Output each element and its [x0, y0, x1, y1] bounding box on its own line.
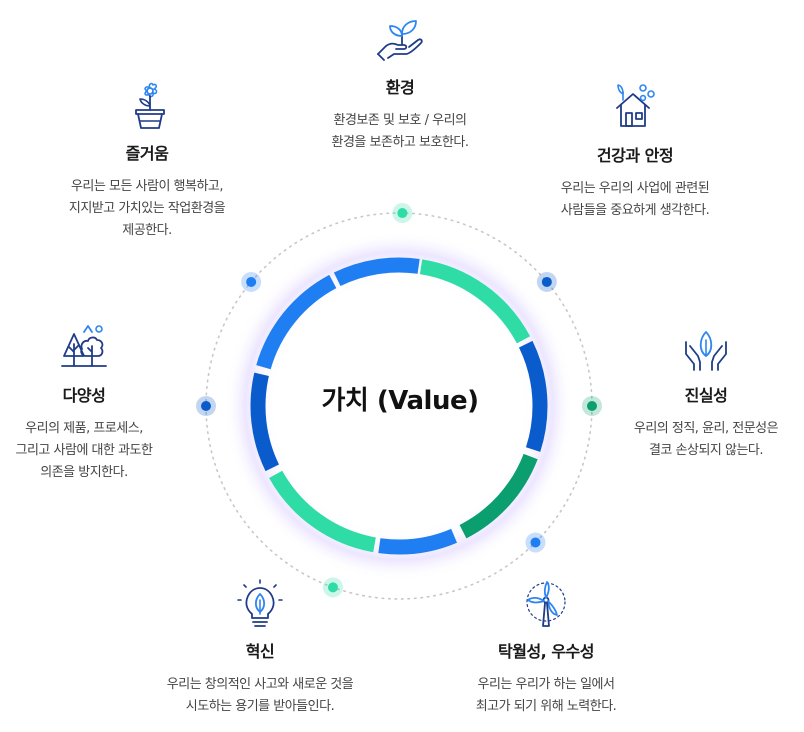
desc-line: 의존을 방지한다.: [40, 465, 128, 480]
ring-marker-dot: [587, 401, 597, 411]
ring-segment: [250, 372, 280, 472]
value-description: 환경보존 및 보호 / 우리의 환경을 보존하고 보호한다.: [280, 110, 520, 154]
desc-line: 지지받고 가치있는 작업환경을: [68, 201, 226, 216]
value-description: 우리의 정직, 윤리, 전문성은 결코 손상되지 않는다.: [608, 418, 804, 462]
desc-line: 우리의 정직, 윤리, 전문성은: [633, 421, 779, 436]
flower-pot-icon: [135, 82, 165, 129]
ring-marker-dot: [541, 276, 552, 287]
desc-line: 결코 손상되지 않는다.: [648, 443, 764, 458]
hands-leaf-icon: [685, 331, 727, 371]
value-integrity: 진실성 우리의 정직, 윤리, 전문성은 결코 손상되지 않는다.: [608, 322, 804, 462]
ring-segment: [269, 470, 376, 553]
value-title: 즐거움: [125, 144, 169, 163]
ring-marker-dot: [327, 582, 338, 593]
desc-line: 우리는 창의적인 사고와 새로운 것을: [166, 677, 354, 692]
value-description: 우리는 창의적인 사고와 새로운 것을 시도하는 용기를 받아들인다.: [130, 674, 390, 718]
desc-line: 최고가 되기 위해 노력한다.: [475, 699, 617, 714]
value-health: 건강과 안정 우리는 우리의 사업에 관련된 사람들을 중요하게 생각한다.: [515, 82, 755, 222]
wind-turbine-icon: [526, 581, 566, 627]
ring-marker-dot: [246, 276, 257, 287]
ring-marker-dot: [201, 401, 211, 411]
desc-line: 시도하는 용기를 받아들인다.: [185, 699, 335, 714]
value-title: 혁신: [245, 642, 275, 661]
ring-segment: [378, 528, 458, 555]
value-joy: 즐거움 우리는 모든 사람이 행복하고, 지지받고 가치있는 작업환경을 제공한…: [20, 80, 274, 242]
desc-line: 우리의 제품, 프로세스,: [25, 421, 143, 436]
value-description: 우리의 제품, 프로세스, 그리고 사람에 대한 과도한 의존을 방지한다.: [0, 418, 168, 484]
value-title: 탁월성, 우수성: [498, 642, 594, 661]
center-label: 가치 (Value): [321, 386, 479, 416]
ring-segment: [518, 340, 548, 452]
ring-segment: [419, 259, 531, 344]
lightbulb-leaf-icon: [237, 579, 283, 627]
value-excellence: 탁월성, 우수성 우리는 우리가 하는 일에서 최고가 되기 위해 노력한다.: [426, 578, 666, 718]
value-diversity: 다양성 우리의 제품, 프로세스, 그리고 사람에 대한 과도한 의존을 방지한…: [0, 322, 168, 484]
desc-line: 제공한다.: [122, 223, 172, 238]
value-description: 우리는 모든 사람이 행복하고, 지지받고 가치있는 작업환경을 제공한다.: [20, 176, 274, 242]
plant-hand-icon: [377, 20, 423, 61]
desc-line: 우리는 모든 사람이 행복하고,: [70, 179, 224, 194]
ring-glow: [224, 231, 574, 581]
ring-segment: [256, 274, 337, 370]
value-title: 환경: [385, 78, 415, 97]
value-title: 진실성: [684, 386, 728, 405]
desc-line: 환경을 보존하고 보호한다.: [331, 135, 469, 150]
value-description: 우리는 우리의 사업에 관련된 사람들을 중요하게 생각한다.: [515, 178, 755, 222]
desc-line: 그리고 사람에 대한 과도한: [15, 443, 153, 458]
value-innovation: 혁신 우리는 창의적인 사고와 새로운 것을 시도하는 용기를 받아들인다.: [130, 578, 390, 718]
house-plant-icon: [616, 84, 655, 127]
value-environment: 환경 환경보존 및 보호 / 우리의 환경을 보존하고 보호한다.: [280, 14, 520, 154]
value-title: 건강과 안정: [596, 146, 674, 165]
desc-line: 우리는 우리가 하는 일에서: [477, 677, 615, 692]
value-title: 다양성: [62, 386, 106, 405]
trees-icon: [61, 325, 107, 367]
ring-markers: [196, 203, 602, 598]
desc-line: 환경보존 및 보호 / 우리의: [333, 113, 467, 128]
desc-line: 사람들을 중요하게 생각한다.: [560, 203, 710, 218]
value-description: 우리는 우리가 하는 일에서 최고가 되기 위해 노력한다.: [426, 674, 666, 718]
ring-segments: [250, 257, 548, 555]
ring-segment: [459, 453, 538, 539]
ring-marker-dot: [397, 208, 408, 219]
ring-segment: [333, 257, 420, 287]
desc-line: 우리는 우리의 사업에 관련된: [560, 181, 710, 196]
ring-marker-dot: [530, 537, 541, 548]
